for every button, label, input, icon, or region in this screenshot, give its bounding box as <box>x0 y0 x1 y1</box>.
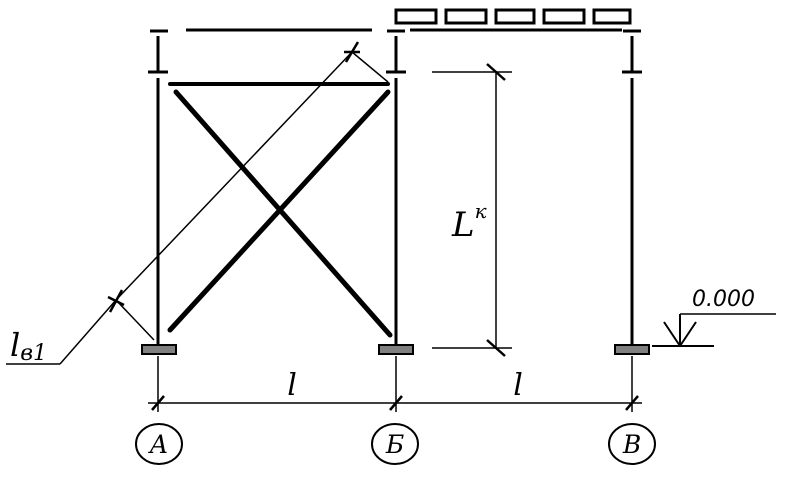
height-label-superscript: к <box>475 199 487 223</box>
cross-bracing <box>167 82 393 338</box>
roof-panels <box>394 8 632 25</box>
column-a <box>148 29 168 412</box>
span-label-left: l <box>287 368 297 403</box>
column-v <box>622 29 642 412</box>
brace-length-dimension <box>6 41 389 365</box>
axis-label-a: А <box>148 430 169 459</box>
span-label-right: l <box>513 368 523 403</box>
brace-length-label: lв1 <box>10 326 47 366</box>
brace-diagonal-1 <box>173 89 393 338</box>
axis-label-b: Б <box>385 430 404 459</box>
height-dimension <box>432 63 512 357</box>
brace-diagonal-2 <box>167 89 391 333</box>
height-label-main: L <box>451 205 475 245</box>
brace-length-label-main: l <box>10 326 20 364</box>
axis-bubbles <box>135 423 656 465</box>
span-dimension <box>148 395 642 411</box>
elevation-label: 0.000 <box>692 287 755 312</box>
base-plates <box>141 344 650 355</box>
axis-bubble-a <box>135 423 183 465</box>
height-label: Lк <box>451 199 487 245</box>
axis-label-v: В <box>622 430 641 459</box>
brace-length-label-subscript: в1 <box>20 341 47 366</box>
axis-bubble-v <box>608 423 656 465</box>
axis-bubble-b <box>371 423 419 465</box>
elevation-mark <box>652 313 776 347</box>
